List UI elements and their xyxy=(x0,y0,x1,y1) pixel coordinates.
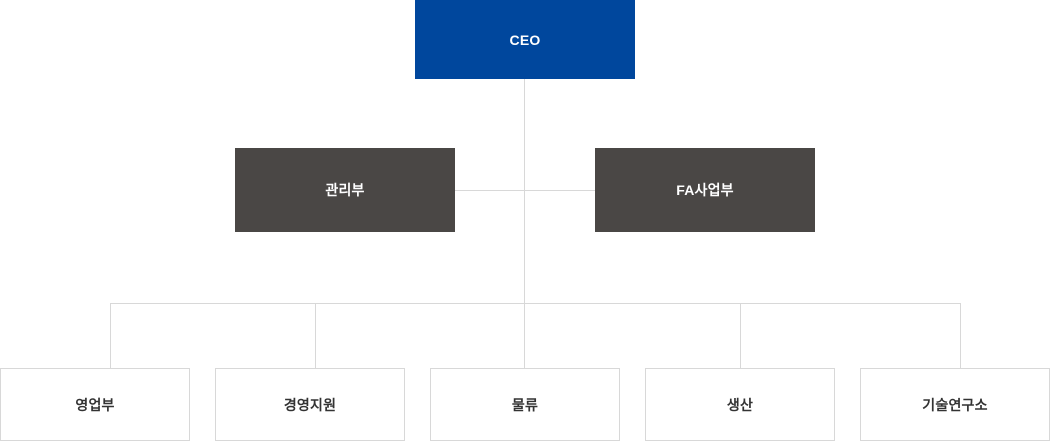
org-node-department-1-label: 관리부 xyxy=(325,182,365,198)
org-node-team-2[interactable]: 경영지원 xyxy=(215,368,405,441)
org-node-team-3-label: 물류 xyxy=(511,396,539,413)
connector-teams-vertical xyxy=(524,190,525,303)
org-node-team-2-label: 경영지원 xyxy=(283,396,337,413)
connector-ceo-vertical xyxy=(524,79,525,190)
org-node-team-4[interactable]: 생산 xyxy=(645,368,835,441)
org-node-team-5-label: 기술연구소 xyxy=(922,396,988,413)
connector-team-drop-5 xyxy=(960,303,961,368)
connector-team-drop-2 xyxy=(315,303,316,368)
org-node-ceo-label: CEO xyxy=(509,31,541,48)
org-node-department-2[interactable]: FA사업부 xyxy=(595,148,815,232)
org-node-ceo[interactable]: CEO xyxy=(415,0,635,79)
connector-teams-horizontal xyxy=(110,303,960,304)
connector-team-drop-3 xyxy=(524,303,525,368)
connector-team-drop-1 xyxy=(110,303,111,368)
org-node-department-2-label: FA사업부 xyxy=(676,182,734,198)
org-node-team-3[interactable]: 물류 xyxy=(430,368,620,441)
org-node-team-1[interactable]: 영업부 xyxy=(0,368,190,441)
org-node-team-4-label: 생산 xyxy=(726,396,754,413)
org-node-team-1-label: 영업부 xyxy=(75,396,115,413)
org-node-department-1[interactable]: 관리부 xyxy=(235,148,455,232)
org-node-team-5[interactable]: 기술연구소 xyxy=(860,368,1050,441)
connector-team-drop-4 xyxy=(740,303,741,368)
